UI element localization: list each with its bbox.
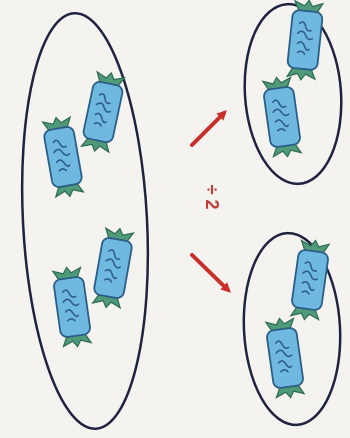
part-top-outline — [243, 2, 343, 186]
part-top-group — [243, 0, 343, 186]
candy-icon — [285, 0, 325, 83]
operation-label: ÷ 2 — [202, 185, 222, 210]
candy-icon — [50, 264, 94, 350]
candy-icon — [260, 74, 304, 160]
part-bottom-outline — [242, 231, 342, 427]
arrow-down-right-icon — [190, 253, 231, 293]
whole-group — [20, 12, 150, 430]
part-bottom-group — [242, 231, 342, 427]
arrow-up-right-icon — [190, 110, 227, 147]
whole-group-outline — [20, 12, 150, 430]
candy-icon — [90, 225, 136, 311]
candy-icon — [40, 114, 86, 200]
candy-icon — [288, 237, 332, 323]
candy-icon — [263, 315, 307, 401]
candy-icon — [79, 68, 127, 156]
